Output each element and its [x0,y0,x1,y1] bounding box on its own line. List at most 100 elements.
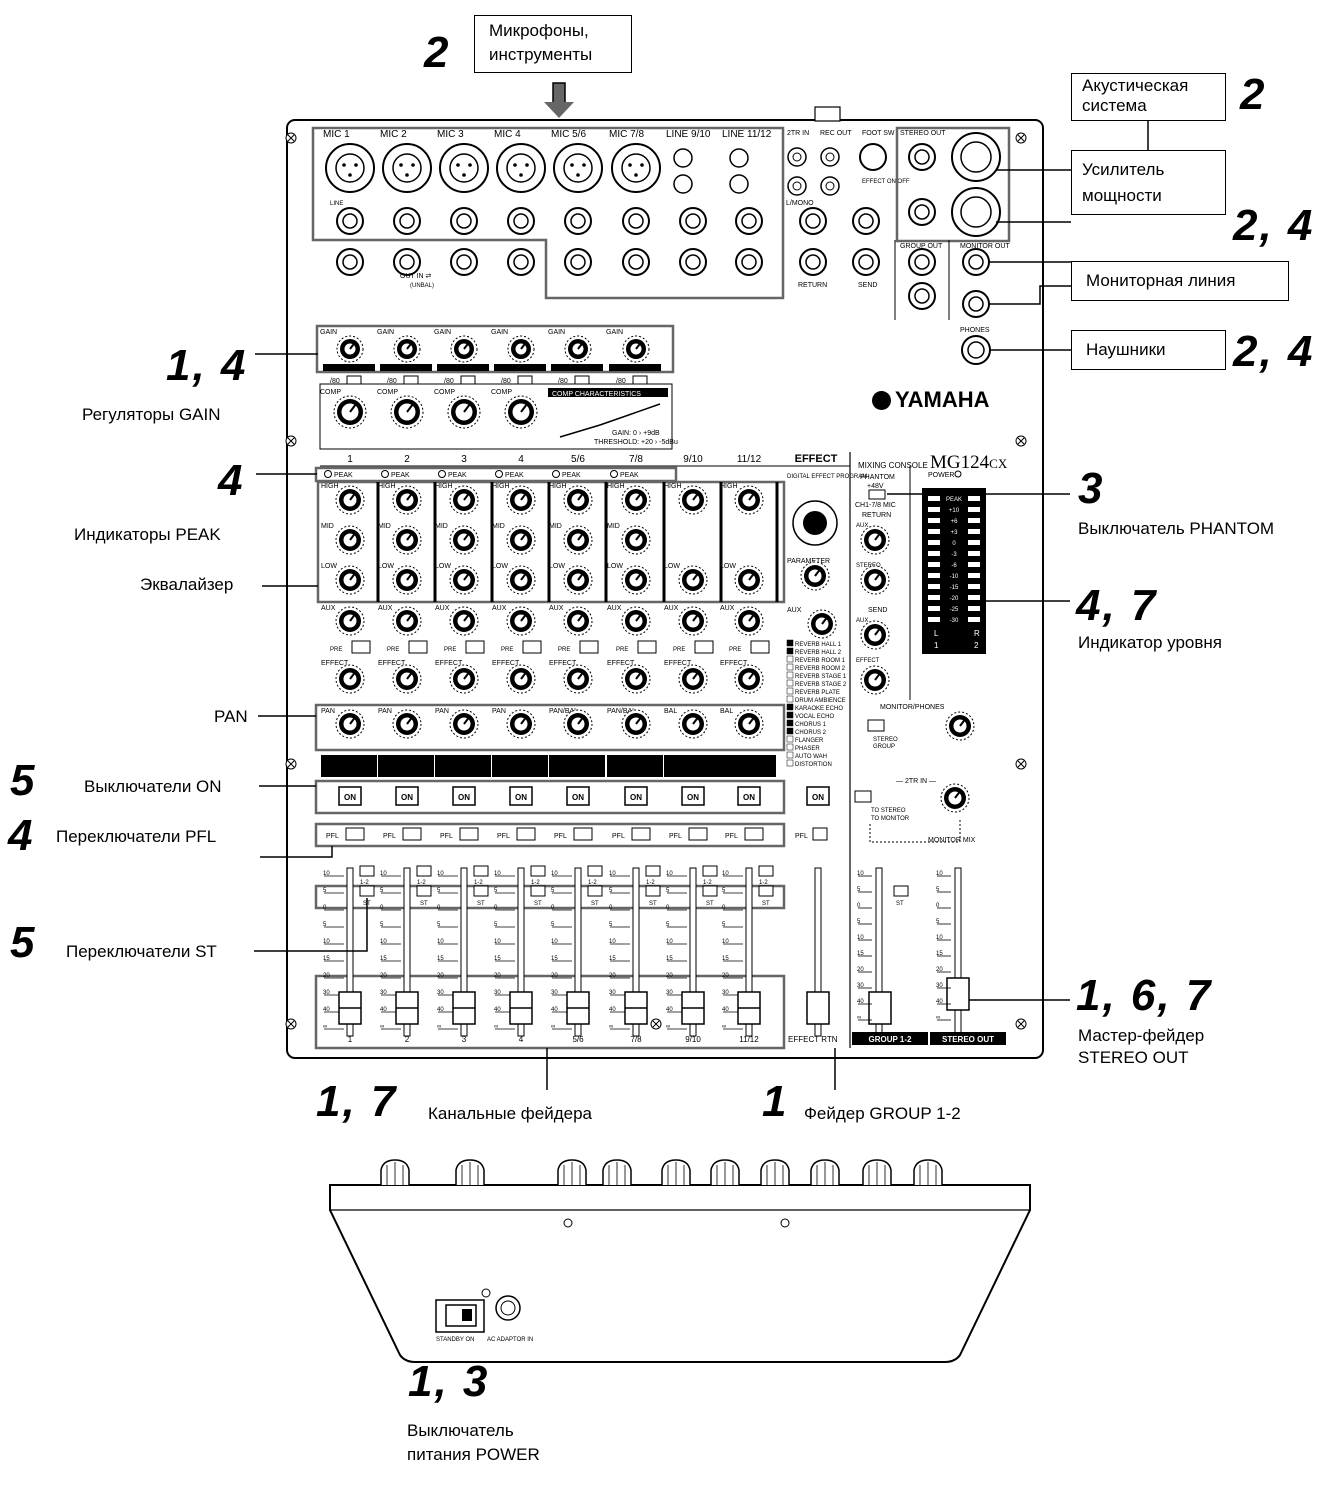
meter-scale-label: -10 [950,574,959,580]
scribble-strip [492,755,548,777]
console-label: PFL [497,833,510,840]
fader-tick-label: 40 [494,1007,501,1013]
label-phantom: Выключатель PHANTOM [1078,518,1274,539]
console-label: GAIN [377,329,394,336]
xlr-pin [570,163,574,167]
fader-tick-label: 30 [437,990,444,996]
xlr-pin [582,163,586,167]
xlr-pin [411,163,415,167]
scribble-strip [607,755,663,777]
step-on: 5 [10,758,36,804]
console-label: GAIN [491,329,508,336]
effect-program-name: DISTORTION [795,762,832,768]
channel-number: 2 [404,454,410,465]
fader-tick-label: ∞ [722,1024,726,1030]
gain-scale-bar [609,364,661,371]
console-label: MID [435,523,448,530]
fader-tick-label: 30 [722,990,729,996]
fader-tick-label: ∞ [666,1024,670,1030]
fader-tick-label: 30 [936,983,943,989]
meter-scale-label: -3 [951,552,957,558]
stereo-fader-track [955,868,961,1036]
aux-knob-icon [679,607,707,635]
xlr-inner [961,142,991,172]
power-switch-mark [462,1309,472,1321]
line-jack-inner [629,214,643,228]
console-label: EFFECT RTN [788,1035,838,1044]
fader-tick-label: 20 [380,973,387,979]
meter-led-r [968,518,980,523]
console-label: PFL [669,833,682,840]
phantom-switch [869,490,885,499]
fader-tick-label: 15 [437,956,444,962]
fader-tick-label: 15 [494,956,501,962]
step-mic-inputs: 2 [424,30,450,76]
peak-led-icon [553,471,560,478]
meter-led-l [928,573,940,578]
st-button [588,886,602,896]
rear-body [330,1185,1030,1362]
program-index-box [787,648,793,654]
console-label: LOW [720,563,736,570]
line-jack-inner [742,214,756,228]
pan-knob-icon [507,710,535,738]
console-label: GAIN [548,329,565,336]
fader-tick-label: 15 [936,951,943,957]
console-label: LOW [321,563,337,570]
pan-knob-icon [564,710,592,738]
line-label: LINE [330,201,343,207]
effect-program-name: REVERB ROOM 2 [795,666,846,672]
screw-icon [1016,1019,1026,1029]
meter-led-r [968,573,980,578]
meter-led-r [968,507,980,512]
fader-tick-label: ∞ [323,1024,327,1030]
console-label: PFL [554,833,567,840]
console-label: DIGITAL EFFECT PROGRAM [787,474,867,480]
meter-led-r [968,617,980,622]
fader-tick-label: 15 [323,956,330,962]
screw-icon [1016,436,1026,446]
console-label: AUX [435,605,450,612]
pre-button [466,641,484,653]
meter-led-l [928,562,940,567]
step-stereo-out: 1, 6, 7 [1076,973,1212,1019]
meter-led-l [928,540,940,545]
fader-tick-label: 15 [551,956,558,962]
console-label: PAN [435,708,449,715]
group-12-button [646,866,660,876]
meter-led-r [968,551,980,556]
meter-led-l [928,551,940,556]
effect-program-name: FLANGER [795,738,824,744]
label-pfl: Переключатели PFL [56,826,216,847]
aux-knob-icon [336,607,364,635]
line-r-jack-inner [571,255,585,269]
screw-icon [286,133,296,143]
stereo-group-label: STEREO [873,737,898,743]
fader-tick-label: 30 [380,990,387,996]
line-jack-inner [571,214,585,228]
return-aux-knob-icon [861,526,889,554]
effect-program-name: REVERB STAGE 1 [795,674,847,680]
input-label: LINE 9/10 [666,129,711,140]
st-button [531,886,545,896]
fader-tick-label: 10 [380,939,387,945]
two-tr-knob-icon [941,784,969,812]
st-button [703,886,717,896]
gain-knob-icon [565,336,591,362]
fader-tick-label: 10 [437,871,444,877]
down-arrow-head-icon [544,102,574,118]
effect-pfl-button [813,828,827,840]
pan-knob-icon [450,710,478,738]
label-channel-faders: Канальные фейдера [428,1103,592,1124]
pfl-button [632,828,650,840]
rca-jack-icon [730,149,748,167]
pre-button [695,641,713,653]
gain-scale-bar [380,364,432,371]
rca-jack-icon [730,175,748,193]
out-in-label: OUT IN ⇄ [400,273,432,280]
meter-r: R [974,629,980,638]
stereo-group-switch [868,720,884,731]
gain-scale-bar [494,364,546,371]
eq-mid-knob-icon [450,526,478,554]
console-label: ST [706,901,714,907]
